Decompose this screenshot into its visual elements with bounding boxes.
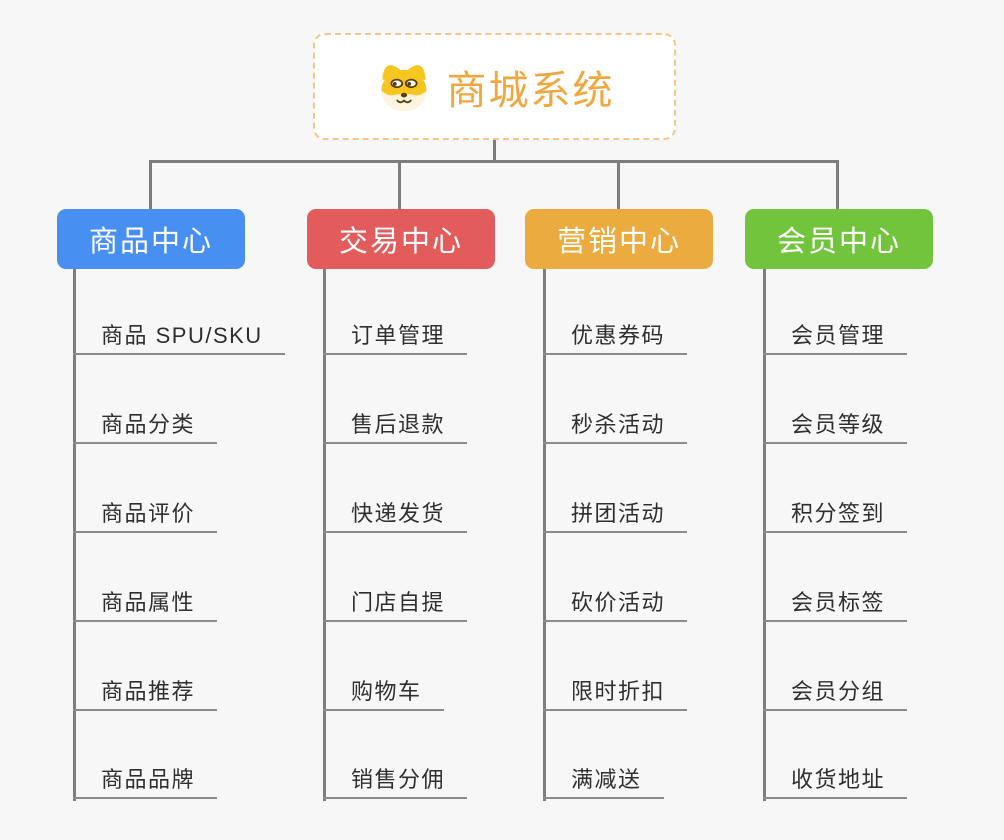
- branch-member-center[interactable]: 会员中心: [745, 209, 933, 269]
- trunk-product-center: [73, 268, 76, 801]
- leaf-node-flash-sale[interactable]: 秒杀活动: [543, 402, 688, 444]
- leaf-node-product-brand[interactable]: 商品品牌: [73, 757, 218, 799]
- leaf-node-order-management[interactable]: 订单管理: [323, 313, 468, 355]
- leaf-node-store-pickup[interactable]: 门店自提: [323, 580, 468, 622]
- leaf-node-product-review[interactable]: 商品评价: [73, 491, 218, 533]
- leaf-node-limited-time-discount[interactable]: 限时折扣: [543, 669, 688, 711]
- trunk-marketing-center: [543, 268, 546, 801]
- connector-drop-member: [836, 160, 839, 210]
- branch-label: 营销中心: [556, 226, 681, 258]
- leaf-node-product-attribute[interactable]: 商品属性: [73, 580, 218, 622]
- trunk-member-center: [763, 268, 766, 801]
- leaf-node-express-delivery[interactable]: 快递发货: [323, 491, 468, 533]
- leaf-node-member-group[interactable]: 会员分组: [763, 669, 908, 711]
- branch-trade-center[interactable]: 交易中心: [307, 209, 495, 269]
- leaf-node-full-reduction[interactable]: 满减送: [543, 757, 664, 799]
- leaf-node-coupon-code[interactable]: 优惠券码: [543, 313, 688, 355]
- dog-face-icon: [381, 64, 426, 111]
- leaf-node-aftersale-refund[interactable]: 售后退款: [323, 402, 468, 444]
- root-node[interactable]: 商城系统: [313, 33, 676, 140]
- branch-label: 商品中心: [88, 226, 213, 258]
- leaf-node-product-category[interactable]: 商品分类: [73, 402, 218, 444]
- leaf-node-member-management[interactable]: 会员管理: [763, 313, 908, 355]
- leaf-node-sales-commission[interactable]: 销售分佣: [323, 757, 468, 799]
- leaf-node-member-tag[interactable]: 会员标签: [763, 580, 908, 622]
- trunk-trade-center: [323, 268, 326, 801]
- connector-drop-trade: [398, 160, 401, 210]
- branch-product-center[interactable]: 商品中心: [57, 209, 245, 269]
- connector-root-stub: [493, 140, 496, 163]
- leaf-node-group-buy[interactable]: 拼团活动: [543, 491, 688, 533]
- leaf-node-shopping-cart[interactable]: 购物车: [323, 669, 444, 711]
- root-title: 商城系统: [446, 68, 615, 113]
- leaf-node-product-recommend[interactable]: 商品推荐: [73, 669, 218, 711]
- branch-marketing-center[interactable]: 营销中心: [525, 209, 713, 269]
- branch-label: 交易中心: [338, 226, 463, 258]
- connector-drop-product: [149, 160, 152, 210]
- branch-label: 会员中心: [776, 226, 901, 258]
- leaf-node-shipping-address[interactable]: 收货地址: [763, 757, 908, 799]
- connector-horizontal-bar: [149, 160, 839, 163]
- leaf-node-bargain-activity[interactable]: 砍价活动: [543, 580, 688, 622]
- connector-drop-marketing: [617, 160, 620, 210]
- leaf-node-member-level[interactable]: 会员等级: [763, 402, 908, 444]
- leaf-node-points-checkin[interactable]: 积分签到: [763, 491, 908, 533]
- leaf-node-product-spu-sku[interactable]: 商品 SPU/SKU: [73, 313, 285, 355]
